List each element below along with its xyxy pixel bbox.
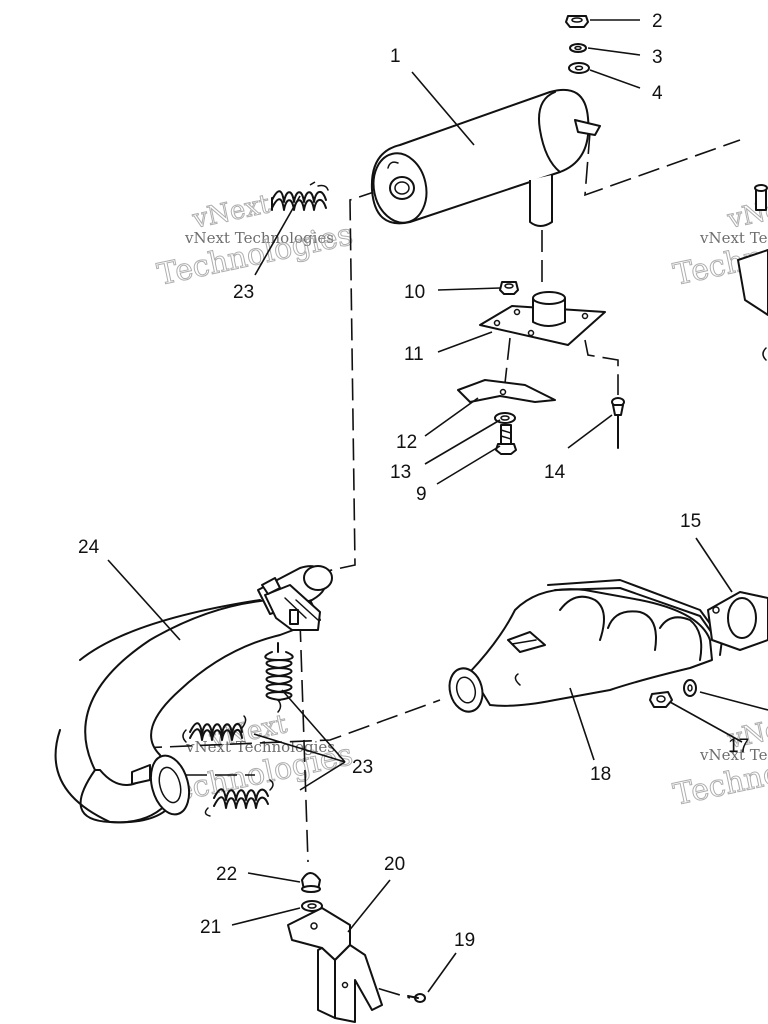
lock-washer-3 <box>569 43 587 53</box>
callout-3: 3 <box>652 47 663 68</box>
callout-11: 11 <box>404 344 424 365</box>
callout-13: 13 <box>390 462 411 483</box>
leader-lines <box>107 19 743 993</box>
nut-2 <box>565 15 589 28</box>
svg-text:vNext Technologies: vNext Technologies <box>699 229 768 247</box>
head-pipe-24 <box>54 565 333 824</box>
svg-text:vNext Technologies: vNext Technologies <box>185 738 335 756</box>
watermark-bottom-right: vNext vNext Technologies Technologies <box>670 709 768 814</box>
partial-part-right <box>737 184 768 361</box>
callout-23-middle: 23 <box>352 757 373 778</box>
callouts: 1 2 3 4 23 10 11 12 13 9 14 15 24 23 17 … <box>78 11 749 951</box>
callout-1: 1 <box>390 46 401 67</box>
bolt-9 <box>495 424 517 455</box>
spring-23-top <box>271 184 329 211</box>
washer-21 <box>301 900 323 912</box>
bracket-12 <box>457 379 556 403</box>
muffler <box>370 88 601 227</box>
callout-15: 15 <box>680 511 701 532</box>
spring-23-lower-horizontal <box>204 779 274 817</box>
washer-4 <box>568 62 590 74</box>
spring-23-upper-horizontal <box>182 715 247 743</box>
callout-22: 22 <box>216 864 237 885</box>
svg-text:vNext Technologies: vNext Technologies <box>699 746 768 764</box>
callout-19: 19 <box>454 930 475 951</box>
bracket-20 <box>287 907 383 1023</box>
rivet-14 <box>611 397 625 449</box>
grommet-22 <box>301 872 321 893</box>
svg-text:vNext Technologies: vNext Technologies <box>184 229 334 247</box>
rivet-19 <box>407 993 426 1003</box>
nut-17 <box>649 691 673 708</box>
mounting-plate-11 <box>479 291 606 346</box>
spring-23-vertical <box>264 642 294 713</box>
callout-23-top: 23 <box>233 282 254 303</box>
leader-17-extension <box>699 691 768 711</box>
callout-10: 10 <box>404 282 425 303</box>
callout-20: 20 <box>384 854 405 875</box>
callout-17: 17 <box>728 736 749 757</box>
callout-24: 24 <box>78 537 100 558</box>
callout-2: 2 <box>652 11 663 32</box>
callout-18: 18 <box>590 764 611 785</box>
assembly-lines <box>139 131 741 999</box>
callout-21: 21 <box>200 917 221 938</box>
callout-14: 14 <box>544 462 566 483</box>
callout-12: 12 <box>396 432 417 453</box>
exhaust-manifold-18 <box>448 579 723 713</box>
callout-4: 4 <box>652 83 663 104</box>
washer-17 <box>683 679 697 697</box>
gasket-15 <box>707 591 768 651</box>
nut-10 <box>499 281 519 295</box>
callout-9: 9 <box>416 484 427 505</box>
